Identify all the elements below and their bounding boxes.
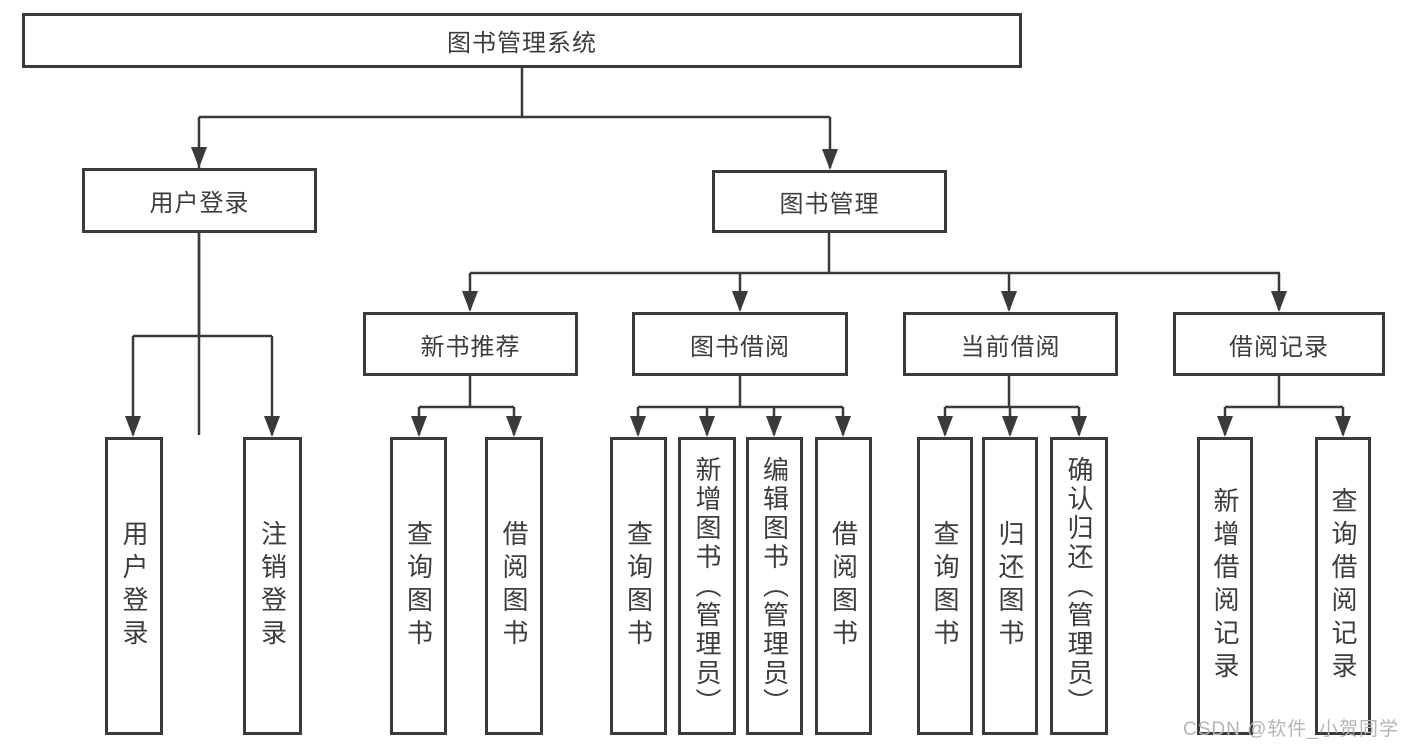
node-label: 查询图书 bbox=[930, 520, 960, 652]
node-label: 新增借阅记录 bbox=[1210, 487, 1240, 685]
node-book-management: 图书管理 bbox=[712, 170, 947, 233]
node-label: 查询图书 bbox=[623, 520, 654, 652]
node-label: 新书推荐 bbox=[420, 333, 521, 361]
csdn-watermark: CSDN @软件_小贺同学 bbox=[1183, 719, 1399, 740]
node-label: 图书管理系统 bbox=[447, 30, 597, 57]
leaf-borrow-books: 借阅图书 bbox=[815, 437, 872, 735]
node-label: 查询借阅记录 bbox=[1328, 487, 1358, 685]
leaf-query-borrow-record: 查询借阅记录 bbox=[1315, 437, 1371, 735]
node-label: 归还图书 bbox=[995, 520, 1025, 652]
node-label: 用户登录 bbox=[149, 190, 250, 217]
leaf-query-books: 查询图书 bbox=[610, 437, 667, 735]
node-label: 用户登录 bbox=[119, 520, 149, 652]
node-label: 图书管理 bbox=[779, 191, 880, 218]
node-label: 借阅记录 bbox=[1229, 333, 1329, 361]
leaf-return-books: 归还图书 bbox=[982, 437, 1038, 735]
node-label: 注销登录 bbox=[257, 520, 288, 652]
node-label: 借阅图书 bbox=[499, 520, 529, 652]
node-label: 图书借阅 bbox=[690, 333, 790, 361]
leaf-edit-books-admin: 编辑图书（管理员） bbox=[746, 437, 803, 735]
node-label: 查询图书 bbox=[403, 520, 434, 652]
node-library-management-system: 图书管理系统 bbox=[22, 13, 1022, 68]
leaf-confirm-return-admin: 确认归还（管理员） bbox=[1050, 437, 1108, 735]
arrowheads bbox=[125, 147, 1351, 437]
node-label: 借阅图书 bbox=[828, 520, 859, 652]
leaf-user-login: 用户登录 bbox=[105, 437, 163, 735]
node-label: 当前借阅 bbox=[960, 333, 1061, 361]
leaf-add-borrow-record: 新增借阅记录 bbox=[1197, 437, 1253, 735]
leaf-query-books: 查询图书 bbox=[390, 437, 447, 735]
node-label: 编辑图书（管理员） bbox=[759, 455, 790, 717]
node-new-book-recommendation: 新书推荐 bbox=[363, 312, 578, 376]
node-borrowing-records: 借阅记录 bbox=[1173, 312, 1385, 376]
leaf-logout: 注销登录 bbox=[243, 437, 302, 735]
leaf-borrow-books: 借阅图书 bbox=[485, 437, 543, 735]
node-label: 确认归还（管理员） bbox=[1064, 455, 1094, 717]
node-label: 新增图书（管理员） bbox=[692, 455, 722, 717]
leaf-add-books-admin: 新增图书（管理员） bbox=[678, 437, 736, 735]
node-book-borrowing: 图书借阅 bbox=[632, 312, 848, 376]
leaf-query-books: 查询图书 bbox=[917, 437, 973, 735]
node-current-borrowing: 当前借阅 bbox=[903, 312, 1118, 376]
node-user-login: 用户登录 bbox=[82, 168, 317, 233]
